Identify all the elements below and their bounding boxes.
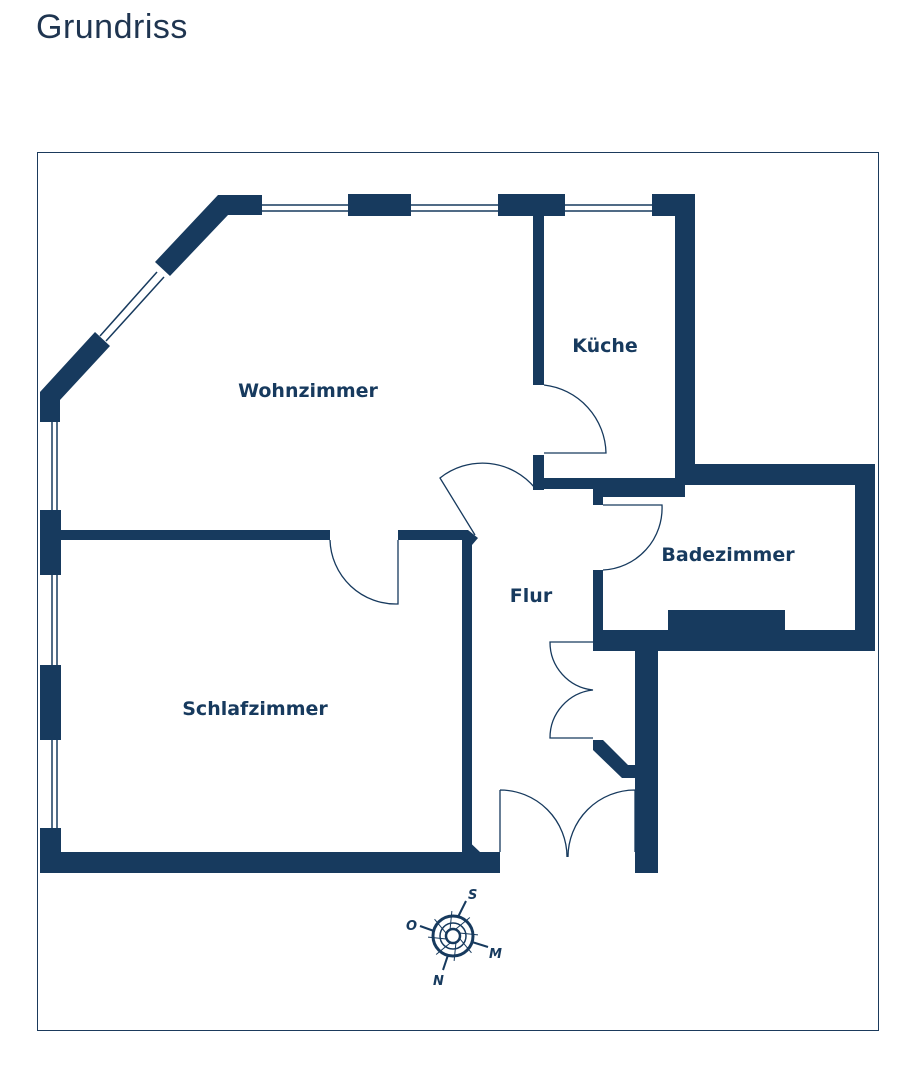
wall-kitchen-right	[675, 194, 695, 484]
room-label-kueche: Küche	[572, 335, 638, 357]
wall-right-entry	[635, 640, 658, 873]
room-label-badezimmer: Badezimmer	[661, 544, 795, 566]
wall-top-corner	[155, 195, 262, 276]
compass-spoke	[459, 938, 472, 954]
wall-kitchen-left	[533, 215, 544, 385]
wall-closet	[593, 740, 640, 778]
wall-bath-bottom-thick	[668, 610, 785, 632]
room-label-schlafzimmer: Schlafzimmer	[182, 698, 328, 720]
wall-bath-left	[593, 570, 603, 640]
wall-top-3	[498, 194, 565, 216]
compass-spoke	[427, 936, 447, 940]
wall-left-1	[40, 510, 61, 575]
door-kitchen	[543, 384, 607, 454]
wall-bottom	[40, 835, 500, 873]
compass-label-m: M	[489, 947, 502, 962]
compass-label-s: S	[468, 888, 477, 903]
wall-bath-left-top	[593, 485, 603, 505]
floorplan-frame	[37, 152, 879, 1031]
wall-wohn-schlaf-2	[398, 530, 478, 852]
compass-rose-icon	[419, 900, 489, 971]
compass-label-n: N	[433, 974, 444, 989]
wall-kitchen-bottom	[533, 478, 685, 489]
compass-label-o: O	[406, 919, 417, 934]
door-bath	[602, 504, 663, 571]
wall-bath-bottom	[593, 630, 875, 651]
door-wohnzimmer	[439, 462, 536, 536]
compass-spoke	[455, 917, 471, 930]
wall-wohn-schlaf-1	[60, 530, 330, 540]
door-schlafzimmer	[329, 539, 399, 605]
page-title: Grundriss	[36, 8, 188, 46]
compass-spoke	[459, 932, 479, 936]
walls	[40, 194, 875, 873]
wall-top-2	[348, 194, 411, 216]
compass-spoke	[453, 942, 457, 962]
wall-bath-top-inner	[593, 485, 685, 497]
compass-spoke	[435, 942, 451, 955]
room-label-flur: Flur	[510, 585, 553, 607]
doors	[329, 384, 663, 858]
wall-bath-right	[855, 464, 875, 651]
wall-bath-top	[675, 464, 875, 485]
wall-kitchen-left-low	[533, 455, 544, 490]
door-closet	[549, 641, 594, 739]
compass-spoke	[434, 918, 447, 934]
wall-left-2	[40, 665, 61, 740]
room-label-wohnzimmer: Wohnzimmer	[238, 380, 378, 402]
windows	[51, 204, 652, 828]
compass-spoke	[449, 910, 453, 930]
wall-diagonal-lower	[40, 332, 110, 422]
door-entry	[499, 789, 636, 858]
